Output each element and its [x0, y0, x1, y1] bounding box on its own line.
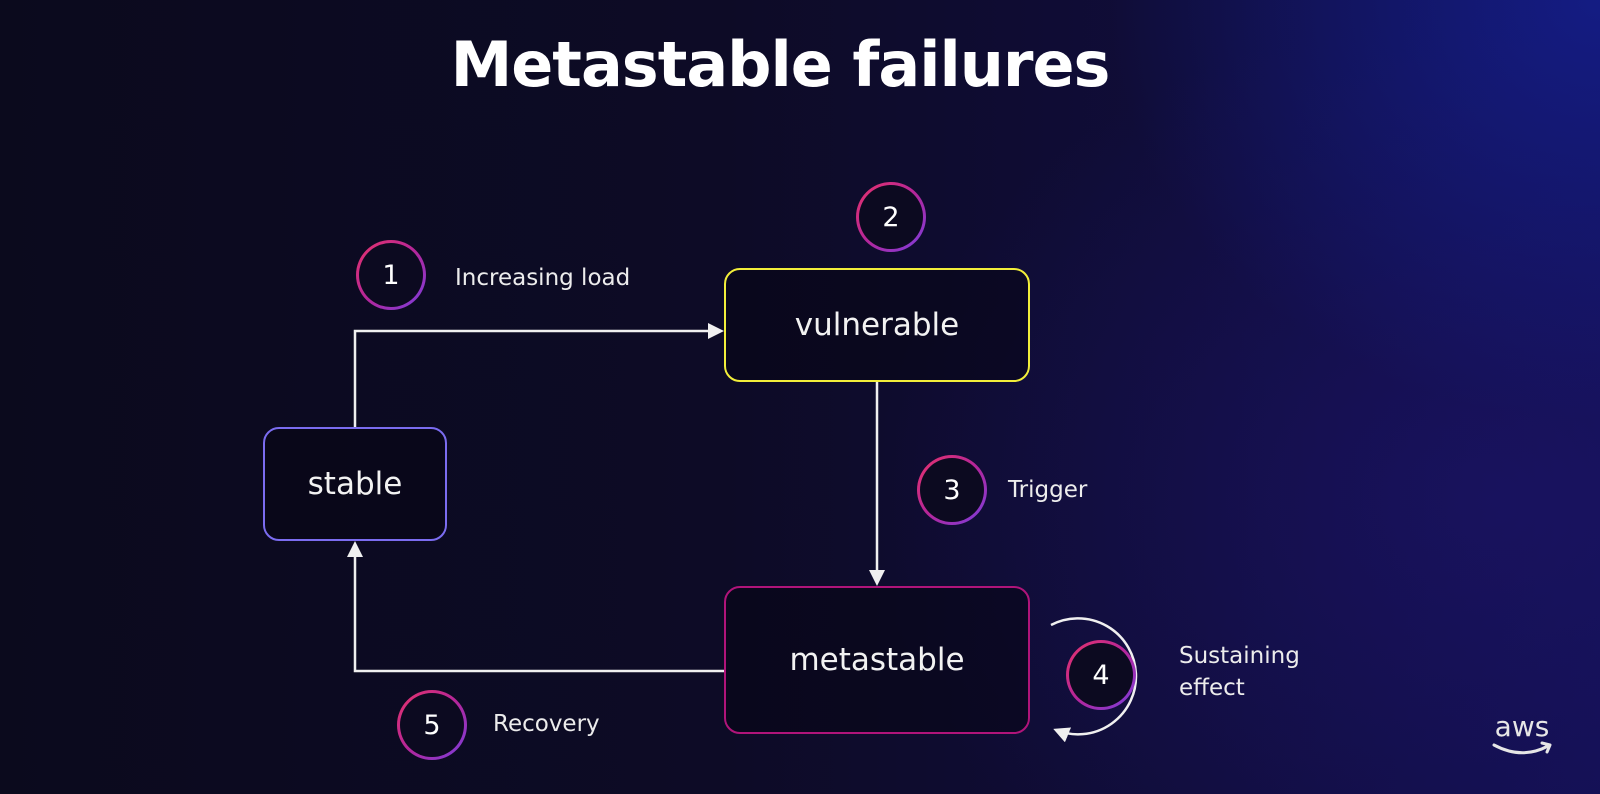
state-vulnerable: vulnerable [724, 268, 1030, 382]
slide-title: Metastable failures [450, 28, 1111, 101]
step-label-effect: effect [1179, 675, 1245, 701]
step-badge-1: 1 [356, 240, 426, 310]
step-label-sustaining: Sustaining [1179, 643, 1300, 669]
aws-logo-text: aws [1494, 710, 1550, 743]
step-label-recovery: Recovery [493, 711, 600, 737]
step-label-trigger: Trigger [1008, 477, 1088, 503]
step-badge-5: 5 [397, 690, 467, 760]
step-badge-3: 3 [917, 455, 987, 525]
state-stable: stable [263, 427, 447, 541]
arrow-increasing-load [353, 323, 724, 427]
step-badge-2: 2 [856, 182, 926, 252]
step-number-4: 4 [1069, 643, 1133, 707]
aws-smile-icon [1492, 741, 1552, 755]
state-metastable: metastable [724, 586, 1030, 734]
step-badge-4: 4 [1066, 640, 1136, 710]
step-number-3: 3 [920, 458, 984, 522]
step-number-2: 2 [859, 185, 923, 249]
step-number-5: 5 [400, 693, 464, 757]
arrow-recovery [347, 541, 724, 673]
aws-logo: aws [1486, 712, 1558, 760]
step-number-1: 1 [359, 243, 423, 307]
step-label-increasing-load: Increasing load [455, 265, 631, 291]
